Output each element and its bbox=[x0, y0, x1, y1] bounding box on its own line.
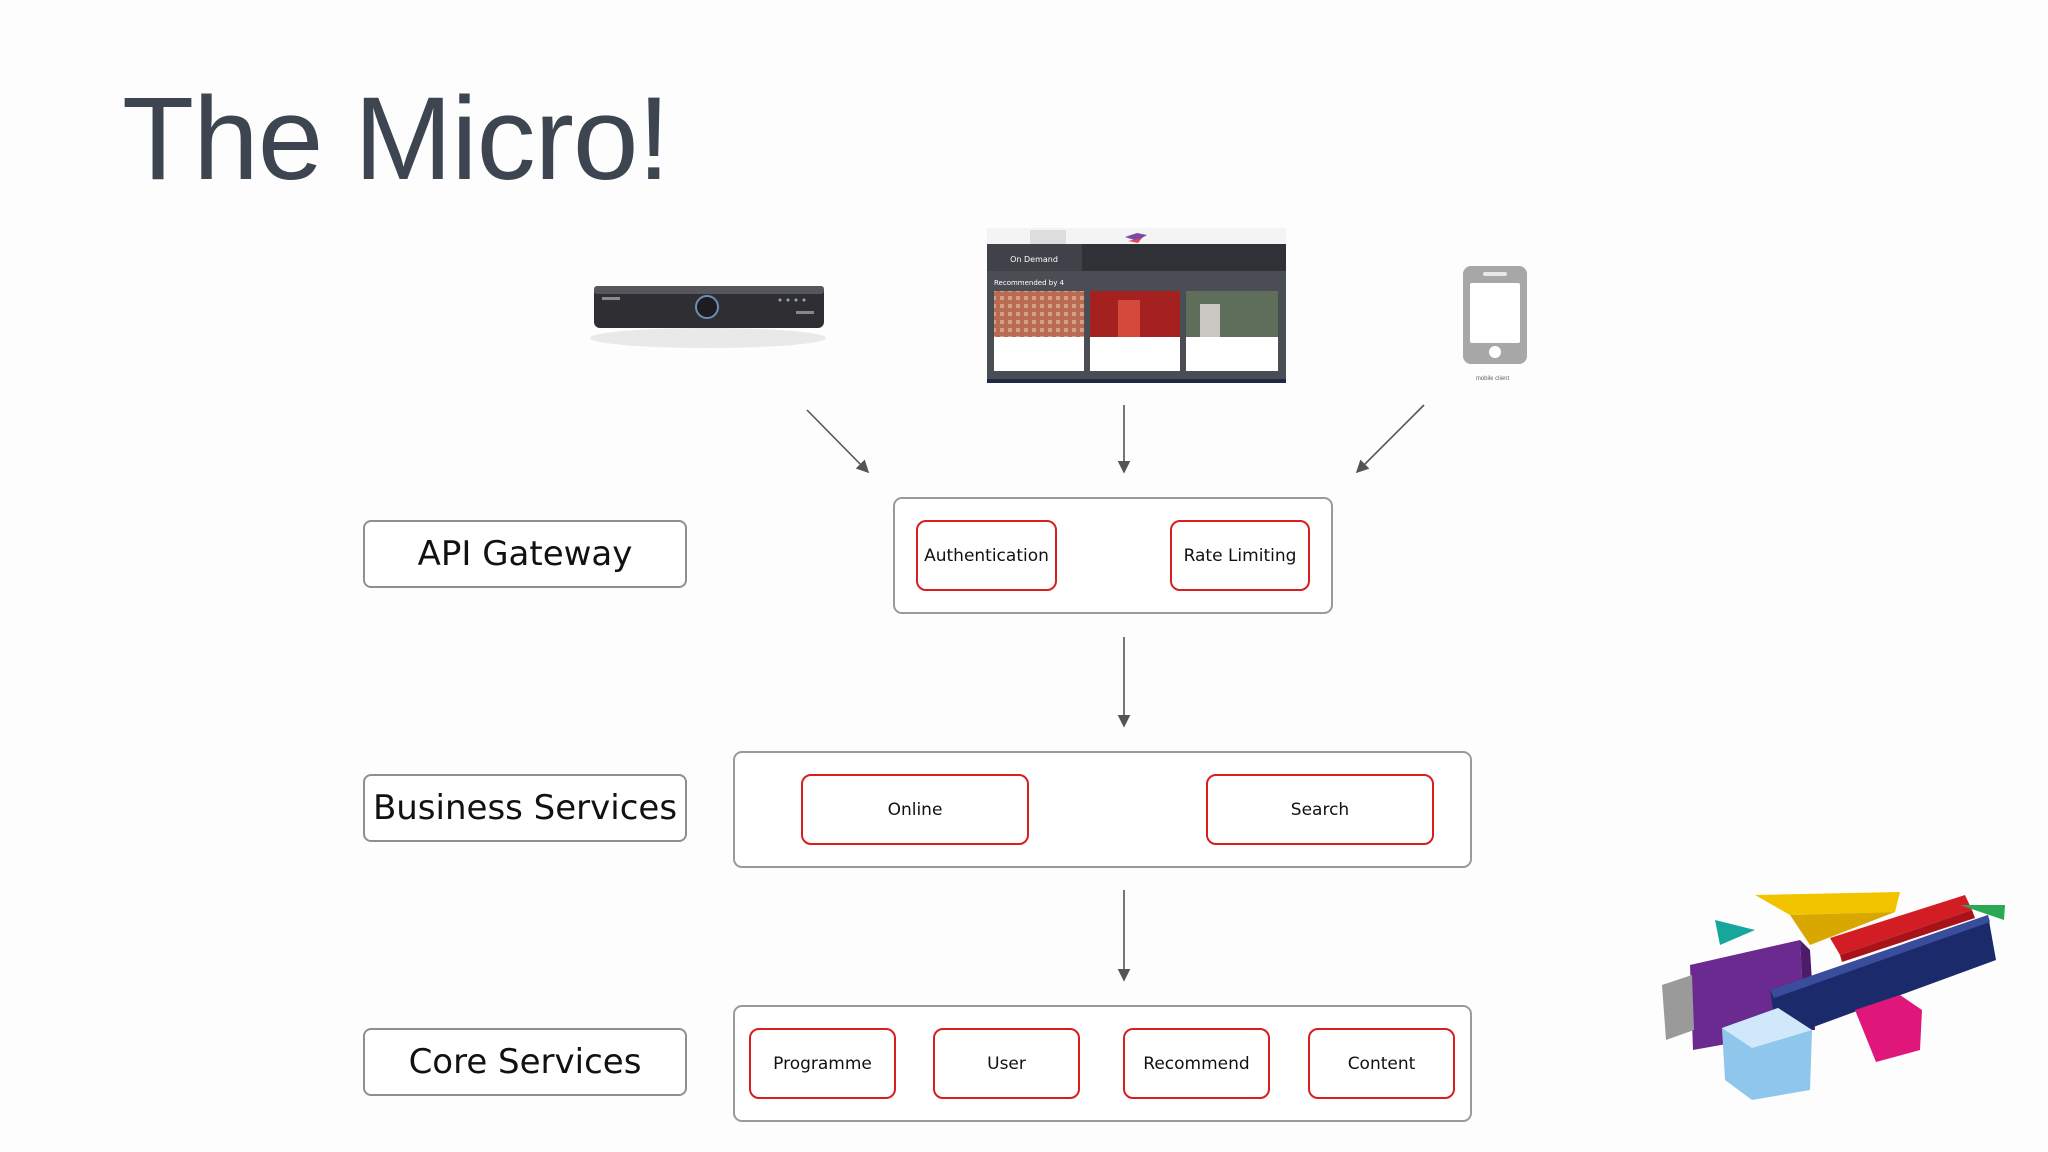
logo-icon bbox=[1662, 892, 2005, 1100]
set-top-box-icon bbox=[590, 286, 826, 348]
service-online: Online bbox=[801, 774, 1029, 845]
mobile-client-icon bbox=[1463, 266, 1527, 364]
service-search: Search bbox=[1206, 774, 1434, 845]
service-recommend: Recommend bbox=[1123, 1028, 1270, 1099]
api-gateway-label: API Gateway bbox=[363, 520, 687, 588]
web-section-label: Recommended by 4 bbox=[994, 279, 1065, 287]
service-authentication: Authentication bbox=[916, 520, 1057, 591]
arrow-mobile-to-gateway bbox=[1355, 404, 1425, 474]
web-client-icon: On Demand Recommended by 4 bbox=[987, 228, 1286, 383]
slide-title: The Micro! bbox=[122, 73, 670, 205]
service-programme: Programme bbox=[749, 1028, 896, 1099]
mobile-client-caption: mobile client bbox=[1475, 376, 1510, 382]
service-content: Content bbox=[1308, 1028, 1455, 1099]
service-user: User bbox=[933, 1028, 1080, 1099]
arrow-stb-to-gateway bbox=[806, 409, 870, 474]
core-services-label: Core Services bbox=[363, 1028, 687, 1096]
business-services-label: Business Services bbox=[363, 774, 687, 842]
service-rate-limiting: Rate Limiting bbox=[1170, 520, 1310, 591]
web-tab-label: On Demand bbox=[1010, 255, 1058, 264]
